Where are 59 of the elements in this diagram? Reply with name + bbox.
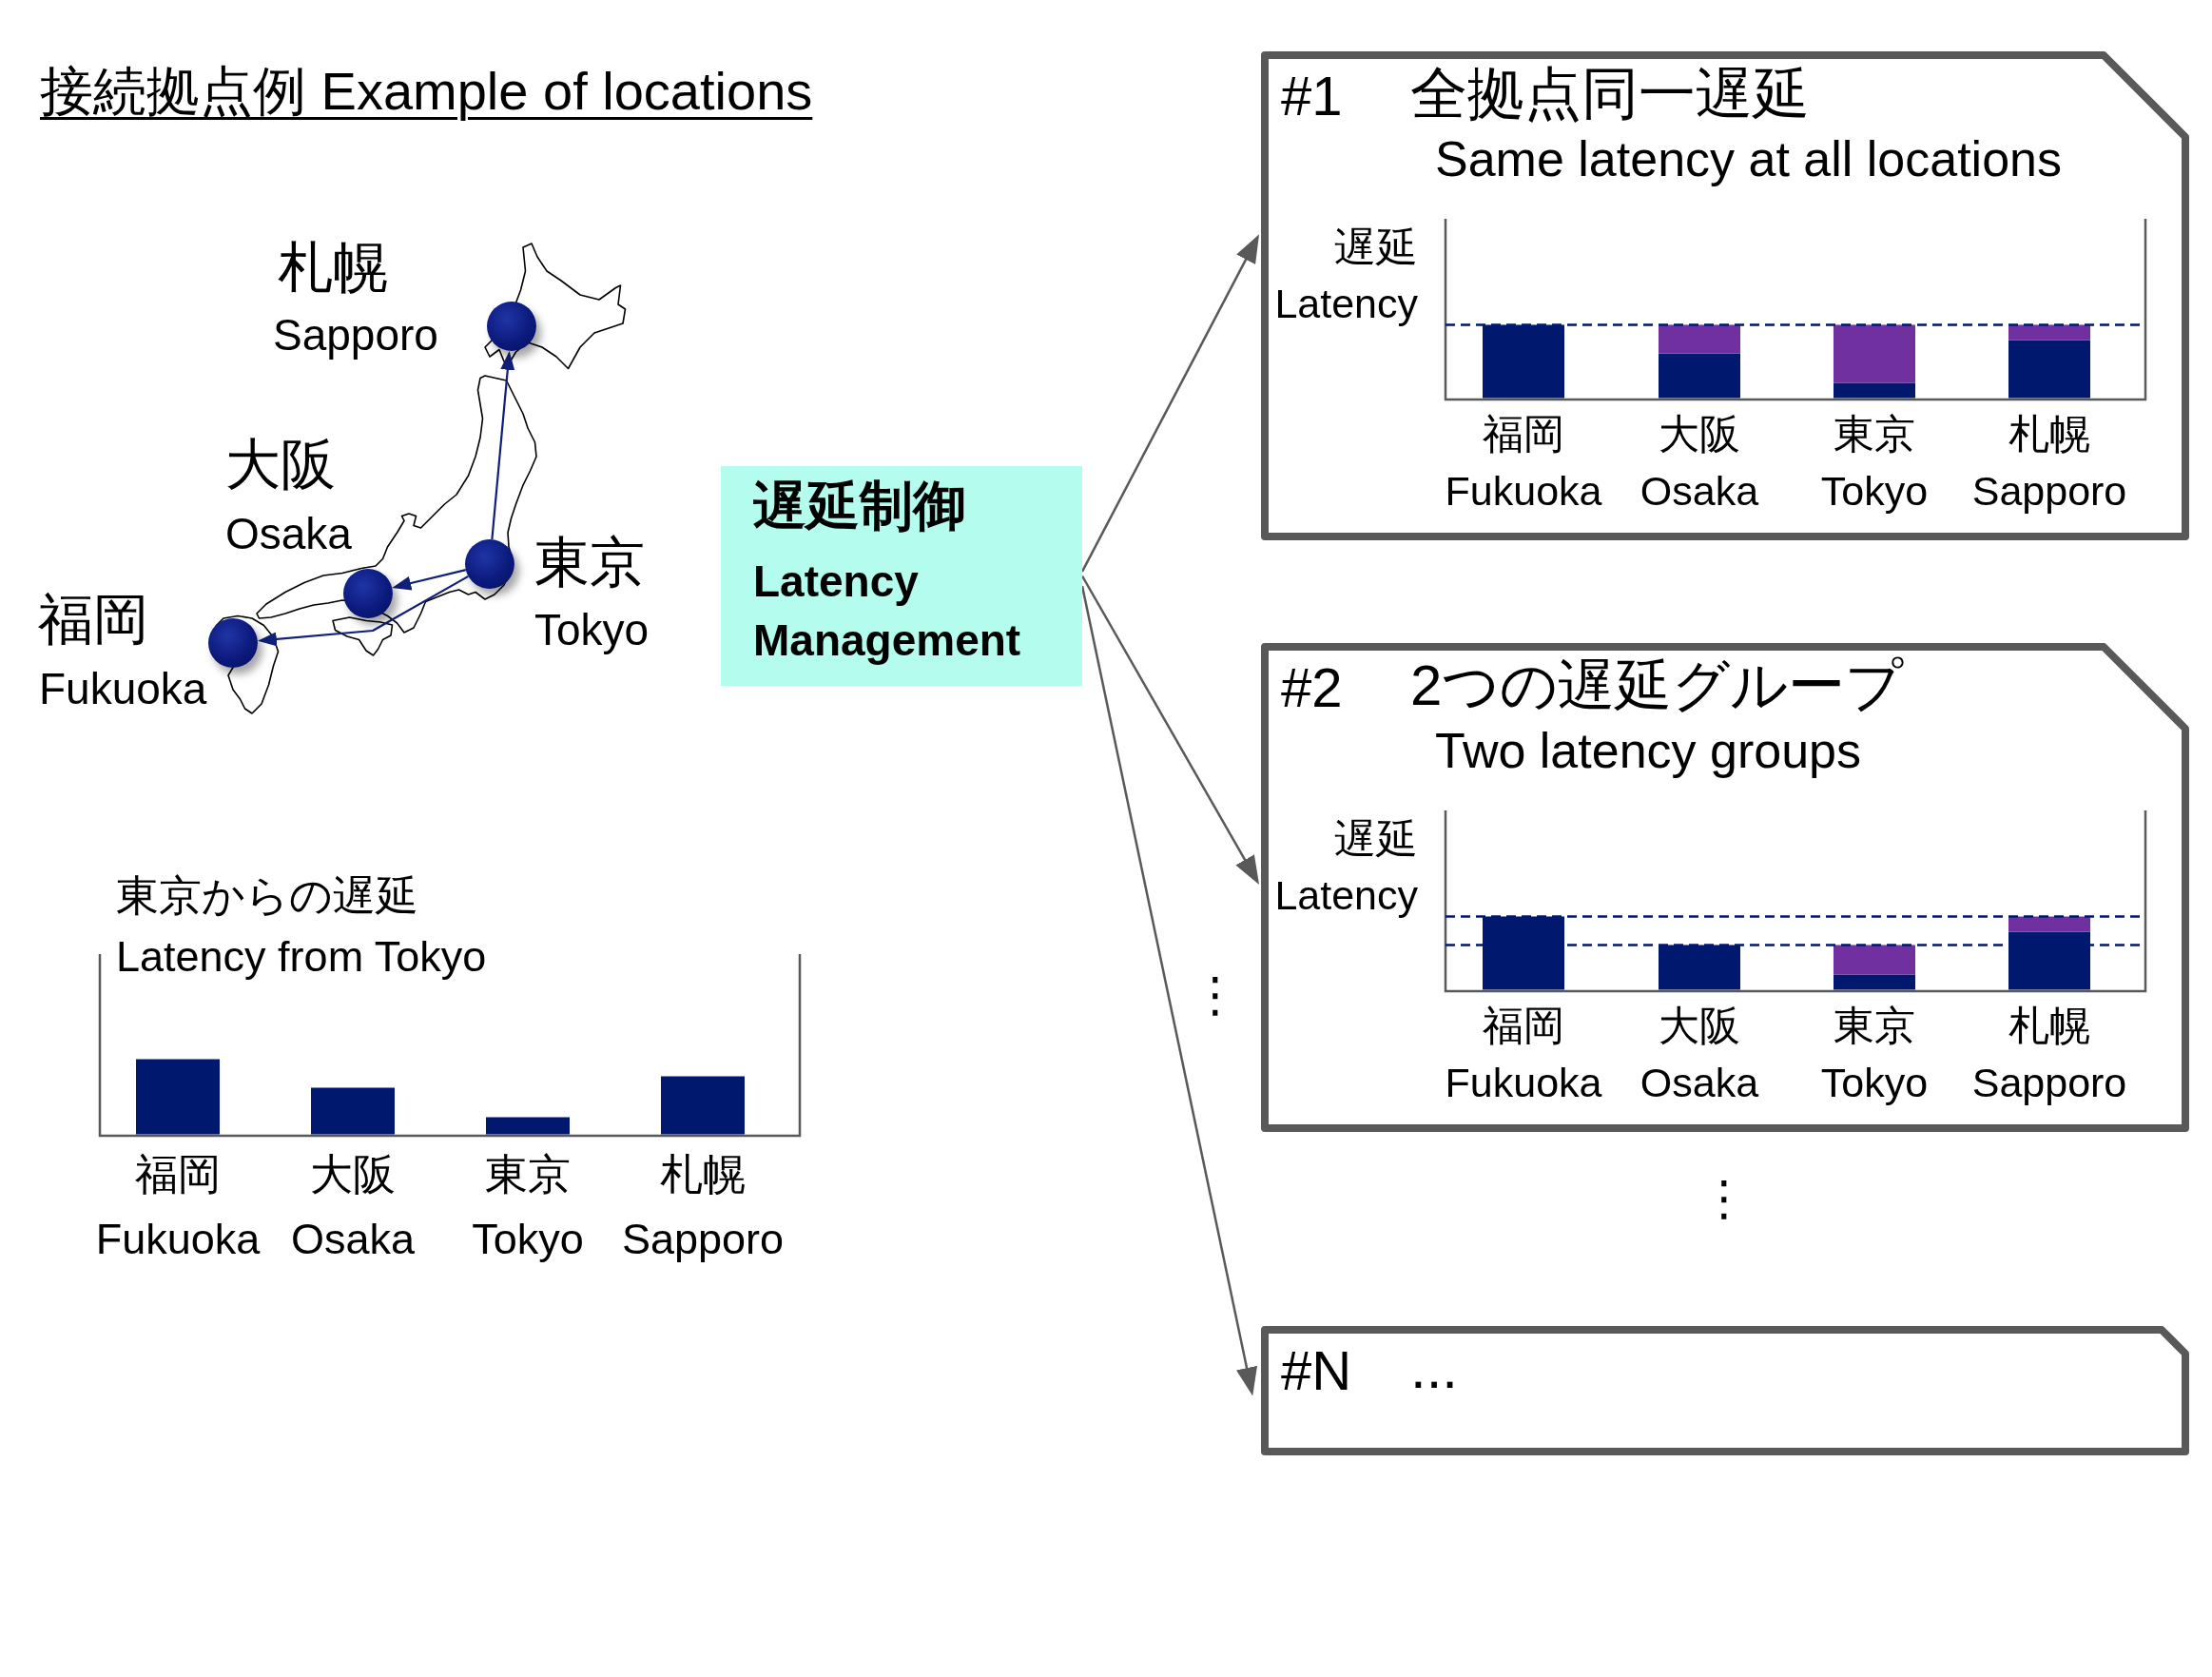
category-label: 福岡 xyxy=(1483,411,1564,458)
category-label: 東京 xyxy=(1834,1003,1915,1050)
scenario-subtitle: Two latency groups xyxy=(1435,723,1862,780)
city-name: 大阪 xyxy=(225,433,336,497)
city-name: 福岡 xyxy=(38,588,148,652)
category-label: 東京 xyxy=(1834,411,1915,458)
scenario-number: #2 xyxy=(1281,656,1343,720)
location-dot xyxy=(208,618,258,668)
category-label: Fukuoka xyxy=(95,1215,261,1264)
category-label: 札幌 xyxy=(2008,1003,2090,1050)
category-label: Tokyo xyxy=(1820,1060,1929,1107)
scenario-subtitle: Same latency at all locations xyxy=(1435,131,2062,188)
box-label: Latency Management xyxy=(753,556,1022,668)
scenario-title: 2つの遅延グループ xyxy=(1410,653,1904,718)
scenario-number: #N xyxy=(1281,1339,1352,1403)
location-dot xyxy=(465,539,514,589)
category-label: Osaka xyxy=(290,1215,416,1264)
chart-title: 東京からの遅延 xyxy=(116,871,418,921)
category-label: 札幌 xyxy=(660,1150,746,1199)
axis-label: 遅延 xyxy=(1334,224,1418,272)
section-heading: 接続拠点例 Example of locations xyxy=(40,61,813,123)
city-name: 札幌 xyxy=(278,236,388,300)
axis-label: Latency xyxy=(1274,872,1418,920)
category-label: Sapporo xyxy=(621,1215,785,1264)
city-name: Tokyo xyxy=(534,605,650,655)
city-name: Sapporo xyxy=(273,310,438,361)
arrow xyxy=(395,569,466,591)
scenario-panel xyxy=(1261,1326,2189,1455)
box-heading: 遅延制御 xyxy=(753,476,966,537)
category-label: Tokyo xyxy=(1820,468,1929,516)
scenario-title: 全拠点同一遅延 xyxy=(1410,61,1810,127)
category-label: Fukuoka xyxy=(1445,1060,1602,1107)
category-label: 大阪 xyxy=(1659,1003,1740,1050)
category-label: 福岡 xyxy=(135,1150,221,1199)
city-name: Osaka xyxy=(225,509,352,559)
process-box xyxy=(721,466,1082,686)
category-label: 福岡 xyxy=(1483,1003,1564,1050)
category-label: Osaka xyxy=(1640,468,1759,516)
vertical-ellipsis: ⋮ xyxy=(1192,968,1239,1024)
category-label: 大阪 xyxy=(1659,411,1740,458)
category-label: Osaka xyxy=(1640,1060,1759,1107)
category-label: 札幌 xyxy=(2008,411,2090,458)
arrow xyxy=(491,353,515,540)
category-label: Fukuoka xyxy=(1445,468,1602,516)
city-name: 東京 xyxy=(534,531,645,595)
scenario-number: #1 xyxy=(1281,65,1343,128)
category-label: Tokyo xyxy=(472,1215,584,1264)
vertical-ellipsis: ⋮ xyxy=(1700,1172,1748,1227)
location-dot xyxy=(343,569,393,618)
city-name: Fukuoka xyxy=(39,664,207,714)
location-dot xyxy=(487,302,536,351)
arrow xyxy=(260,575,469,647)
category-label: 東京 xyxy=(485,1150,571,1199)
axis-label: Latency xyxy=(1274,281,1418,328)
category-label: 大阪 xyxy=(310,1150,396,1199)
axis-label: 遅延 xyxy=(1334,815,1418,864)
category-label: Sapporo xyxy=(1971,468,2127,516)
category-label: Sapporo xyxy=(1971,1060,2127,1107)
scenario-title: ... xyxy=(1410,1336,1458,1401)
